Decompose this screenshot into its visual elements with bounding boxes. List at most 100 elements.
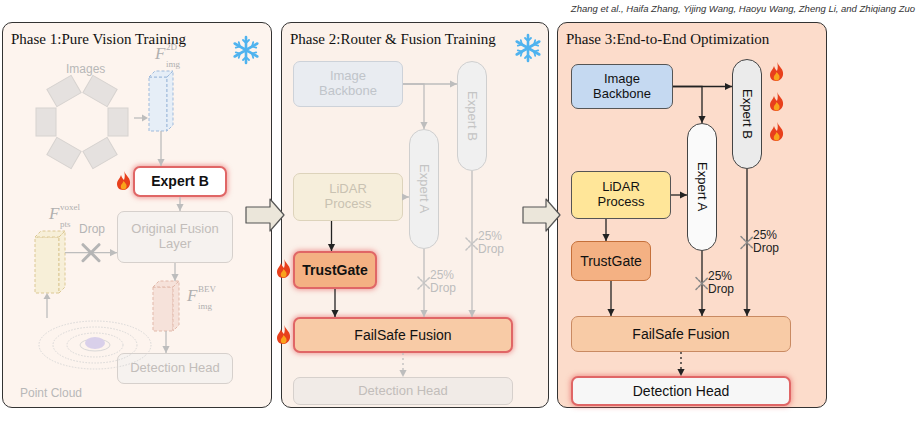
feature-tensor: FimgBEV xyxy=(153,281,179,331)
feature-symbol: F xyxy=(49,205,59,222)
connector xyxy=(607,281,614,316)
connector-line xyxy=(471,171,472,317)
module-box: Detection Head xyxy=(571,376,791,406)
drop-cross xyxy=(83,245,99,261)
arrow-head xyxy=(420,310,427,317)
feature-index: img xyxy=(198,302,212,311)
connector-line xyxy=(671,194,687,195)
input-caption: Point Cloud xyxy=(20,386,82,400)
drop-cross xyxy=(741,237,753,249)
module-label: LiDAR Process xyxy=(586,180,656,210)
expert-box: Expert A xyxy=(687,123,717,251)
panel-title: Phase 2:Router & Fusion Training xyxy=(290,31,496,48)
connector xyxy=(673,83,732,90)
connector-line xyxy=(403,84,424,129)
expert-box: Expert B xyxy=(732,59,762,169)
drop-label: 25% Drop xyxy=(430,269,462,295)
connector xyxy=(602,219,609,241)
arrow-head xyxy=(176,204,183,211)
drop-cross xyxy=(466,238,478,250)
connector-line xyxy=(673,87,702,124)
connector xyxy=(418,249,430,317)
tensor-face xyxy=(149,77,167,131)
tensor-face xyxy=(167,71,173,131)
connector-line xyxy=(423,249,424,317)
connector xyxy=(403,84,428,129)
phase-arrow-shape xyxy=(523,199,560,231)
module-box: Expert B xyxy=(133,166,227,197)
connector-line xyxy=(701,251,702,316)
connector-line xyxy=(610,281,611,316)
expert-box: Expert A xyxy=(409,129,439,249)
module-box: Detection Head xyxy=(293,377,513,405)
connector xyxy=(331,289,338,317)
module-label: Image Backbone xyxy=(587,72,657,102)
drop-cross xyxy=(696,278,708,290)
tensor-face xyxy=(153,287,173,331)
module-label: Expert A xyxy=(417,164,432,213)
feature-index: 2D xyxy=(166,43,177,52)
drop-cross xyxy=(696,278,708,290)
arrow-head xyxy=(420,122,427,129)
connector xyxy=(696,251,708,316)
connector xyxy=(176,197,183,211)
drop-label: 25% Drop xyxy=(478,230,510,256)
connector-line xyxy=(165,331,166,353)
tensor-face xyxy=(35,237,59,293)
connector xyxy=(157,131,164,166)
module-label: FailSafe Fusion xyxy=(354,327,451,343)
module-box: LiDAR Process xyxy=(571,171,671,219)
arrow-head xyxy=(157,159,164,166)
module-box: Detection Head xyxy=(117,353,233,384)
drop-label: Drop xyxy=(79,223,105,236)
phase-arrow-shape xyxy=(246,199,284,231)
tensor-face xyxy=(173,281,179,331)
module-box: TrustGate xyxy=(293,251,377,289)
module-box: FailSafe Fusion xyxy=(293,317,513,353)
arrow-head xyxy=(399,370,406,377)
input-caption: Images xyxy=(66,62,105,76)
arrow-head xyxy=(171,274,178,281)
drop-cross xyxy=(83,245,99,261)
module-box: LiDAR Process xyxy=(293,173,403,221)
module-box: Image Backbone xyxy=(293,61,403,107)
module-label: FailSafe Fusion xyxy=(632,326,729,342)
phase-panel: Phase 2:Router & Fusion TrainingImage Ba… xyxy=(281,22,549,408)
connector xyxy=(677,352,684,376)
drop-cross xyxy=(466,238,478,250)
module-label: TrustGate xyxy=(302,262,367,278)
arrow-head xyxy=(607,309,614,316)
phase-arrow xyxy=(246,199,284,231)
module-label: LiDAR Process xyxy=(313,182,383,212)
module-label: Detection Head xyxy=(358,384,448,399)
arrow-head xyxy=(602,234,609,241)
drop-label: 25% Drop xyxy=(753,229,785,255)
connector xyxy=(328,221,335,251)
connector-line xyxy=(179,197,180,211)
connector-line xyxy=(605,219,606,241)
tensor-face xyxy=(59,231,65,293)
arrow-head xyxy=(680,191,687,198)
connector-line xyxy=(65,252,117,253)
connector-line xyxy=(160,131,161,166)
drop-label: 25% Drop xyxy=(708,270,740,296)
feature-symbol: F xyxy=(187,287,197,304)
module-label: TrustGate xyxy=(580,253,642,269)
arrow-head xyxy=(162,346,169,353)
connector xyxy=(673,87,706,124)
feature-tensor: Fimg2D xyxy=(149,71,173,131)
tensor-outline xyxy=(35,231,65,293)
arrow-head xyxy=(402,193,409,200)
connector xyxy=(162,331,169,353)
expert-box: Expert B xyxy=(457,61,487,171)
connector-line xyxy=(680,352,681,376)
arrow-head xyxy=(450,80,457,87)
connector-line xyxy=(403,196,409,197)
phase-panel: Phase 1:Pure Vision TrainingFimg2DExpert… xyxy=(2,22,272,408)
phase-arrow xyxy=(523,199,560,231)
connector-line xyxy=(334,289,335,317)
feature-index: img xyxy=(166,60,180,69)
connector-line xyxy=(746,169,747,316)
arrow-head xyxy=(328,244,335,251)
